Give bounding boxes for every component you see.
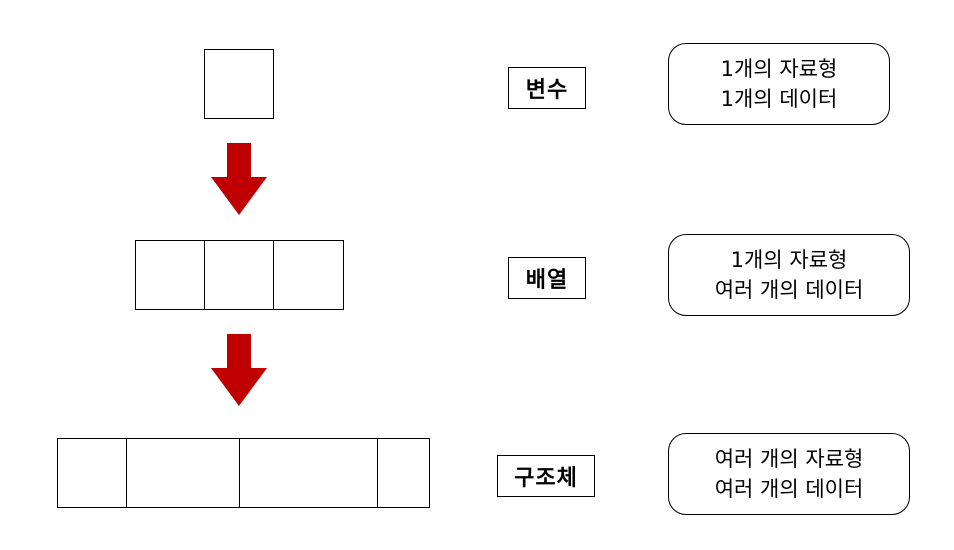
down-arrow-icon [211,334,267,406]
variable-description: 1개의 자료형 1개의 데이터 [668,43,890,125]
description-line: 여러 개의 데이터 [714,477,864,501]
array-description: 1개의 자료형 여러 개의 데이터 [668,234,910,316]
variable-cell [204,49,274,119]
array-label: 배열 [508,257,586,299]
arrow-shape [211,334,267,406]
array-cell [204,240,275,310]
struct-label: 구조체 [497,455,595,497]
description-line: 1개의 데이터 [720,87,838,111]
struct-cell [377,438,430,508]
arrow-shape [211,143,267,215]
description-line: 여러 개의 데이터 [714,278,864,302]
description-line: 1개의 자료형 [720,57,838,81]
array-cell [135,240,206,310]
down-arrow-icon [211,143,267,215]
description-line: 1개의 자료형 [730,248,848,272]
array-cell [273,240,344,310]
struct-cell [126,438,241,508]
struct-cell [57,438,128,508]
variable-label: 변수 [508,67,586,109]
struct-cell [239,438,379,508]
struct-description: 여러 개의 자료형 여러 개의 데이터 [668,433,910,515]
description-line: 여러 개의 자료형 [714,447,864,471]
